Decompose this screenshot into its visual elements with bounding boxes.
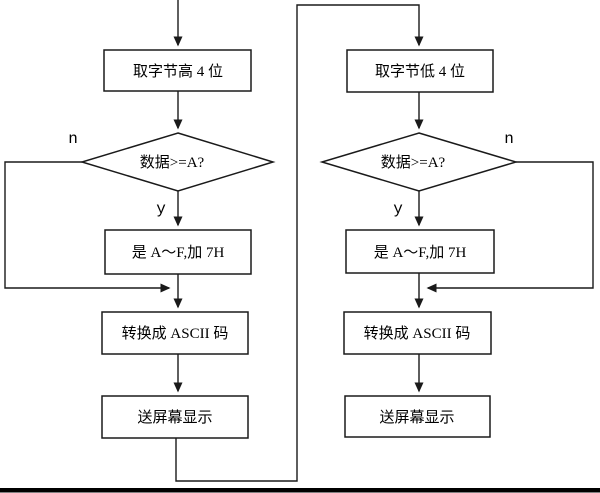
edge-left-decision-no-loop bbox=[4, 161, 171, 293]
left-step3-label: 转换成 ASCII 码 bbox=[122, 325, 229, 342]
right-step3-label: 转换成 ASCII 码 bbox=[364, 325, 471, 342]
left-step3-box bbox=[101, 311, 249, 355]
right-decision-no-label: n bbox=[504, 130, 514, 148]
left-step4-label: 送屏幕显示 bbox=[137, 409, 212, 426]
right-step4-label: 送屏幕显示 bbox=[379, 409, 454, 426]
left-decision-label: 数据>=A? bbox=[140, 154, 205, 171]
edge-right-decision-no-loop bbox=[426, 161, 594, 293]
left-decision-no-label: n bbox=[68, 130, 78, 148]
edge-left-box4-to-right-entry bbox=[175, 4, 424, 482]
right-step2-box bbox=[345, 229, 495, 274]
right-decision-label: 数据>=A? bbox=[381, 154, 446, 171]
right-step3-box bbox=[343, 311, 492, 355]
left-step4-box bbox=[101, 395, 249, 439]
right-step2-label: 是 A～F,加 7H bbox=[374, 244, 467, 261]
bottom-rule bbox=[0, 488, 600, 493]
left-step1-label: 取字节高 4 位 bbox=[133, 63, 223, 80]
right-step4-box bbox=[344, 395, 491, 438]
left-decision-yes-label: y bbox=[156, 200, 166, 218]
left-step2-box bbox=[104, 229, 252, 275]
left-step2-label: 是 A～F,加 7H bbox=[132, 244, 225, 261]
left-decision-diamond bbox=[79, 132, 276, 192]
right-decision-diamond bbox=[319, 132, 519, 192]
right-decision-yes-label: y bbox=[393, 200, 403, 218]
right-step1-box bbox=[346, 49, 494, 93]
right-step1-label: 取字节低 4 位 bbox=[375, 63, 465, 80]
left-step1-box bbox=[103, 49, 252, 92]
